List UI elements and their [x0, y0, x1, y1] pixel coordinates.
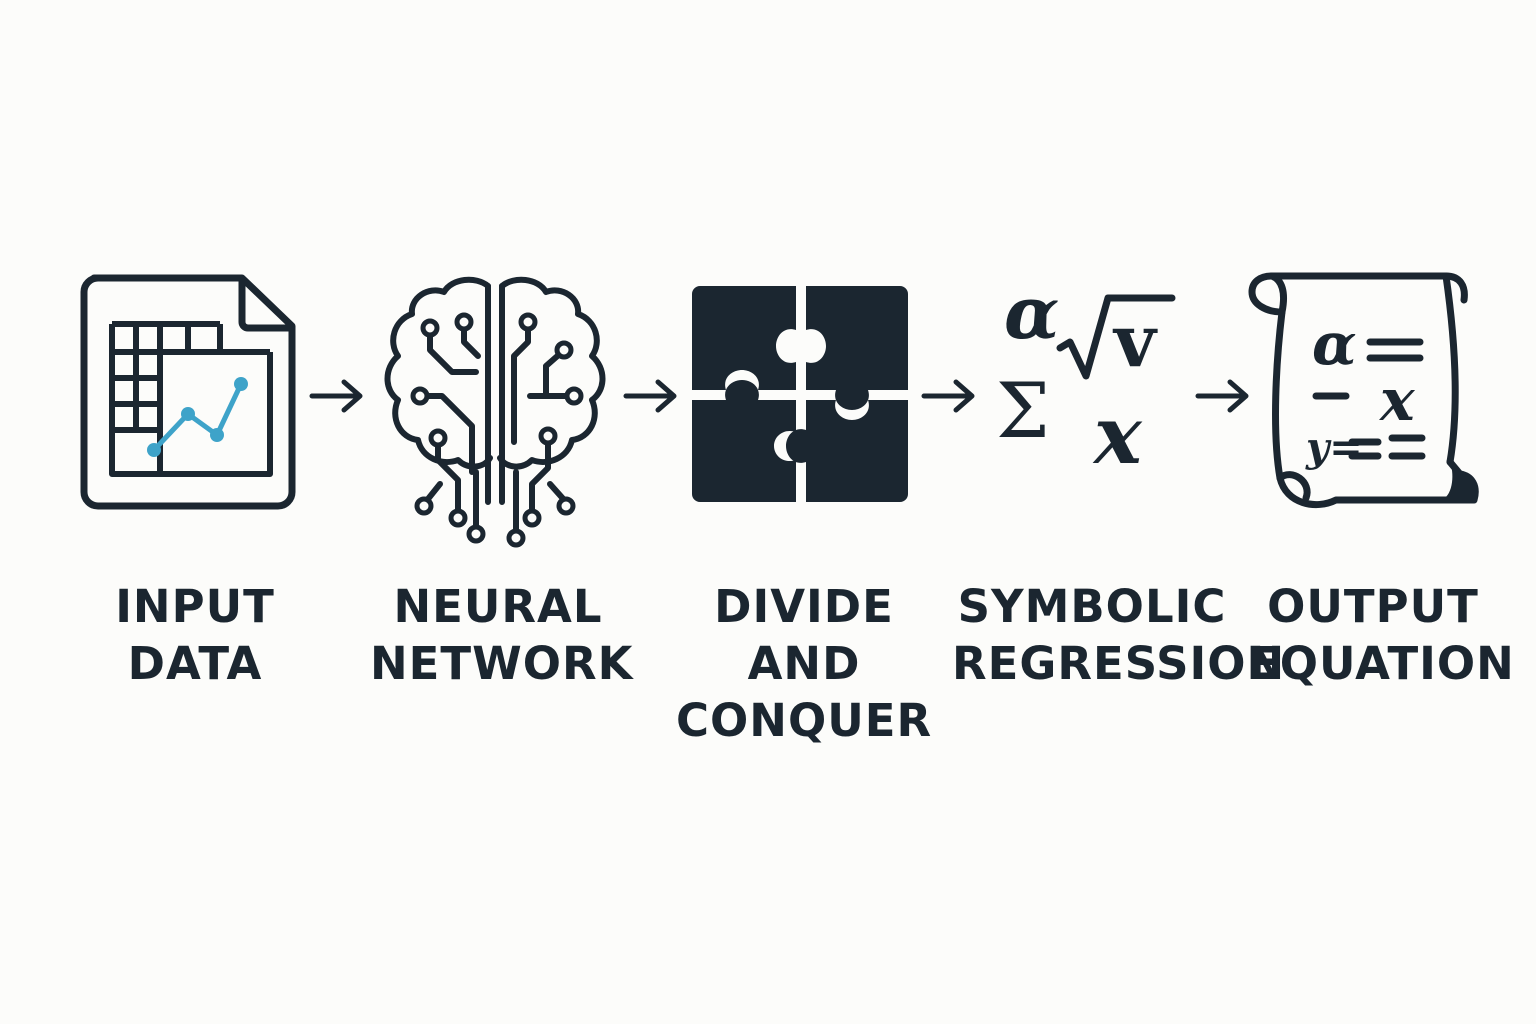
- label-output-equation: OUTPUT EQUATION: [1248, 580, 1515, 690]
- label-divide-and-conquer: DIVIDE AND CONQUER: [676, 580, 933, 747]
- scroll-alpha-glyph: α: [1312, 310, 1357, 378]
- spreadsheet-chart-icon: [80, 274, 296, 510]
- scroll-x-glyph: x: [1380, 366, 1415, 434]
- label-input-data: INPUT DATA: [115, 580, 275, 690]
- arrow-right-icon: [623, 379, 677, 413]
- brain-circuit-icon: [384, 276, 606, 548]
- scroll-y-glyph: y=: [1306, 424, 1363, 471]
- label-neural-network: NEURAL NETWORK: [370, 580, 634, 690]
- x-glyph: x: [1094, 388, 1142, 482]
- math-symbols-icon: α v Σ x: [990, 270, 1190, 490]
- arrow-right-icon: [1195, 379, 1249, 413]
- v-glyph: v: [1114, 298, 1156, 383]
- arrow-right-icon: [309, 379, 363, 413]
- scroll-equation-icon: α x y=: [1246, 272, 1482, 516]
- label-symbolic-regression: SYMBOLIC REGRESSION: [952, 580, 1286, 690]
- arrow-right-icon: [921, 379, 975, 413]
- radical-glyph: [1056, 294, 1176, 380]
- puzzle-icon: [692, 286, 908, 502]
- sigma-glyph: Σ: [996, 366, 1050, 455]
- alpha-glyph: α: [1004, 270, 1060, 355]
